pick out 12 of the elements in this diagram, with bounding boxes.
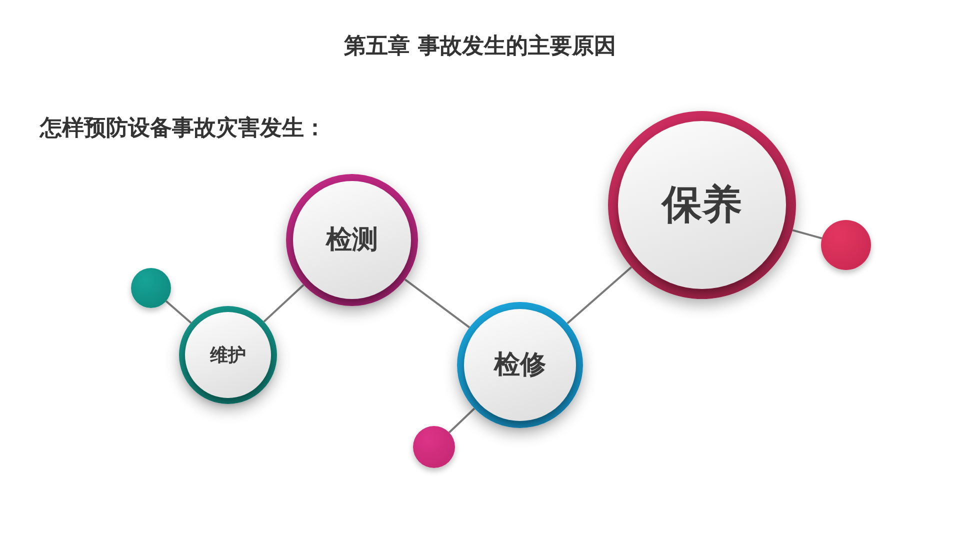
connector-line (792, 229, 822, 240)
connector-line (165, 300, 192, 324)
chapter-title: 第五章 事故发生的主要原因 (343, 32, 617, 61)
connector-line (566, 266, 632, 324)
connector-line (263, 284, 304, 322)
connector-line (448, 408, 476, 434)
node-label: 保养 (662, 181, 742, 230)
connector-line (404, 278, 470, 328)
node-label: 维护 (210, 344, 246, 368)
heading-text: 怎样预防设备事故灾害发生： (40, 114, 326, 143)
node-label: 检修 (494, 348, 546, 382)
node-label: 检测 (326, 224, 378, 256)
